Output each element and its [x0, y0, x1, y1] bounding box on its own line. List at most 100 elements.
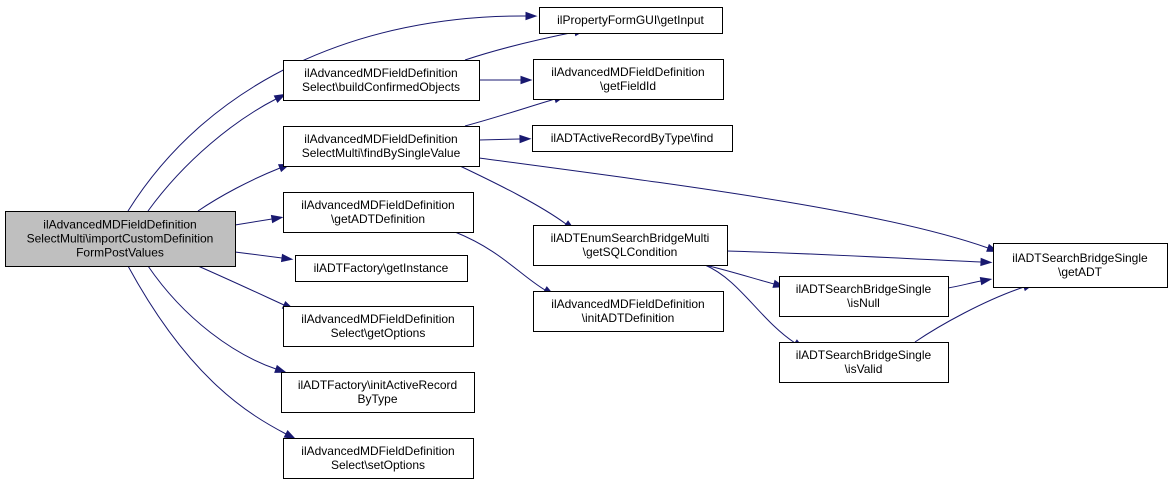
node-label-line: \getADT [1058, 265, 1103, 279]
edge-line [459, 165, 567, 225]
edge-line [704, 264, 796, 344]
node-label-line: ilADTFactory\initActiveRecord [298, 378, 457, 392]
node-getFieldId[interactable]: ilAdvancedMDFieldDefinition\getFieldId [533, 59, 724, 100]
edge-root-to-findBySingle [197, 163, 291, 212]
edge-line [147, 265, 277, 370]
node-label-line: ilAdvancedMDFieldDefinition [551, 65, 704, 79]
edge-root-to-getInput [127, 11, 538, 212]
node-label-line: \isNull [847, 296, 880, 310]
edge-getSQL-to-getADT [726, 250, 993, 267]
node-isNull[interactable]: ilADTSearchBridgeSingle\isNull [779, 276, 949, 317]
edge-line [464, 31, 576, 61]
node-label-line: ilAdvancedMDFieldDefinition [301, 312, 454, 326]
edge-line [914, 286, 1025, 343]
node-box [5, 211, 236, 267]
node-box [283, 60, 480, 101]
edge-findBySingle-to-find [478, 134, 532, 144]
node-label-line: ilADTSearchBridgeSingle [796, 348, 932, 362]
arrowhead [980, 257, 993, 267]
node-label-line: ilADTSearchBridgeSingle [1012, 251, 1148, 265]
edge-line [478, 157, 989, 249]
node-label-line: \getFieldId [600, 79, 656, 93]
node-find[interactable]: ilADTActiveRecordByType\find [532, 125, 733, 152]
node-findBySingle[interactable]: ilAdvancedMDFieldDefinitionSelectMulti\f… [283, 126, 480, 167]
node-getOptions[interactable]: ilAdvancedMDFieldDefinitionSelect\getOpt… [283, 306, 474, 347]
node-label-line: ilADTEnumSearchBridgeMulti [551, 231, 710, 245]
node-label-line: ilAdvancedMDFieldDefinition [304, 132, 457, 146]
edge-findBySingle-to-getSQL [459, 165, 576, 231]
node-root[interactable]: ilAdvancedMDFieldDefinitionSelectMulti\i… [5, 211, 236, 267]
node-label-line: \getADTDefinition [331, 212, 425, 226]
arrowhead [274, 364, 287, 373]
node-getADTDef[interactable]: ilAdvancedMDFieldDefinition\getADTDefini… [283, 192, 474, 233]
node-buildConfirmed[interactable]: ilAdvancedMDFieldDefinitionSelect\buildC… [283, 60, 480, 101]
node-label-line: ilAdvancedMDFieldDefinition [551, 297, 704, 311]
edges-layer [127, 11, 1035, 440]
node-label-line: ByType [357, 392, 397, 406]
node-label-line: Select\buildConfirmedObjects [302, 80, 460, 94]
node-box [283, 126, 480, 167]
edge-line [147, 98, 277, 212]
node-label-line: FormPostValues [76, 246, 164, 260]
arrowhead [525, 11, 538, 21]
edge-isNull-to-getADT [947, 276, 993, 289]
edge-line [197, 167, 281, 212]
node-initADTDef[interactable]: ilAdvancedMDFieldDefinition\initADTDefin… [533, 291, 724, 332]
edge-line [726, 250, 982, 263]
edge-root-to-initActive [147, 265, 287, 373]
node-label-line: ilAdvancedMDFieldDefinition [301, 198, 454, 212]
edge-line [454, 231, 546, 291]
node-getInstance[interactable]: ilADTFactory\getInstance [295, 255, 468, 282]
node-getInput[interactable]: ilPropertyFormGUI\getInput [539, 7, 723, 34]
arrowhead [270, 214, 284, 224]
node-label-line: ilADTActiveRecordByType\find [551, 131, 714, 145]
arrowhead [283, 430, 297, 440]
arrowhead [519, 134, 532, 144]
arrowhead [273, 93, 287, 103]
node-label-line: ilAdvancedMDFieldDefinition [301, 444, 454, 458]
node-label-line: ilADTSearchBridgeSingle [796, 282, 932, 296]
edge-root-to-setOptions [127, 265, 297, 440]
node-box [533, 225, 728, 266]
node-box [533, 291, 724, 332]
arrowhead [280, 253, 294, 263]
edge-buildConfirmed-to-getFieldId [479, 75, 533, 85]
node-label-line: SelectMulti\importCustomDefinition [27, 232, 214, 246]
node-getADT[interactable]: ilADTSearchBridgeSingle\getADT [993, 243, 1168, 288]
node-getSQL[interactable]: ilADTEnumSearchBridgeMulti\getSQLConditi… [533, 225, 728, 266]
node-box [281, 372, 475, 413]
node-box [993, 243, 1168, 288]
node-box [283, 438, 474, 479]
edge-root-to-getOptions [197, 265, 295, 310]
node-box [533, 59, 724, 100]
edge-line [127, 265, 287, 435]
edge-line [127, 15, 527, 212]
edge-root-to-getADTDef [234, 214, 284, 226]
node-box [283, 306, 474, 347]
node-label-line: ilADTFactory\getInstance [314, 261, 449, 275]
node-label-line: ilPropertyFormGUI\getInput [557, 13, 704, 27]
edge-getSQL-to-isNull [704, 264, 786, 288]
edge-line [464, 98, 556, 127]
edge-line [704, 264, 775, 285]
edge-line [234, 218, 273, 226]
arrowhead [979, 276, 993, 286]
node-isValid[interactable]: ilADTSearchBridgeSingle\isValid [779, 342, 949, 383]
edge-line [947, 280, 982, 289]
node-box [539, 7, 723, 34]
node-setOptions[interactable]: ilAdvancedMDFieldDefinitionSelect\setOpt… [283, 438, 474, 479]
nodes-layer: ilAdvancedMDFieldDefinitionSelectMulti\i… [5, 7, 1168, 479]
node-box [779, 342, 949, 383]
edge-line [197, 265, 285, 306]
node-label-line: \initADTDefinition [582, 311, 675, 325]
arrowhead [520, 75, 533, 85]
node-label-line: ilAdvancedMDFieldDefinition [304, 66, 457, 80]
edge-line [234, 251, 283, 259]
node-label-line: Select\setOptions [331, 458, 425, 472]
node-label-line: SelectMulti\findBySingleValue [302, 146, 461, 160]
node-label-line: Select\getOptions [331, 326, 426, 340]
node-label-line: \isValid [845, 362, 883, 376]
